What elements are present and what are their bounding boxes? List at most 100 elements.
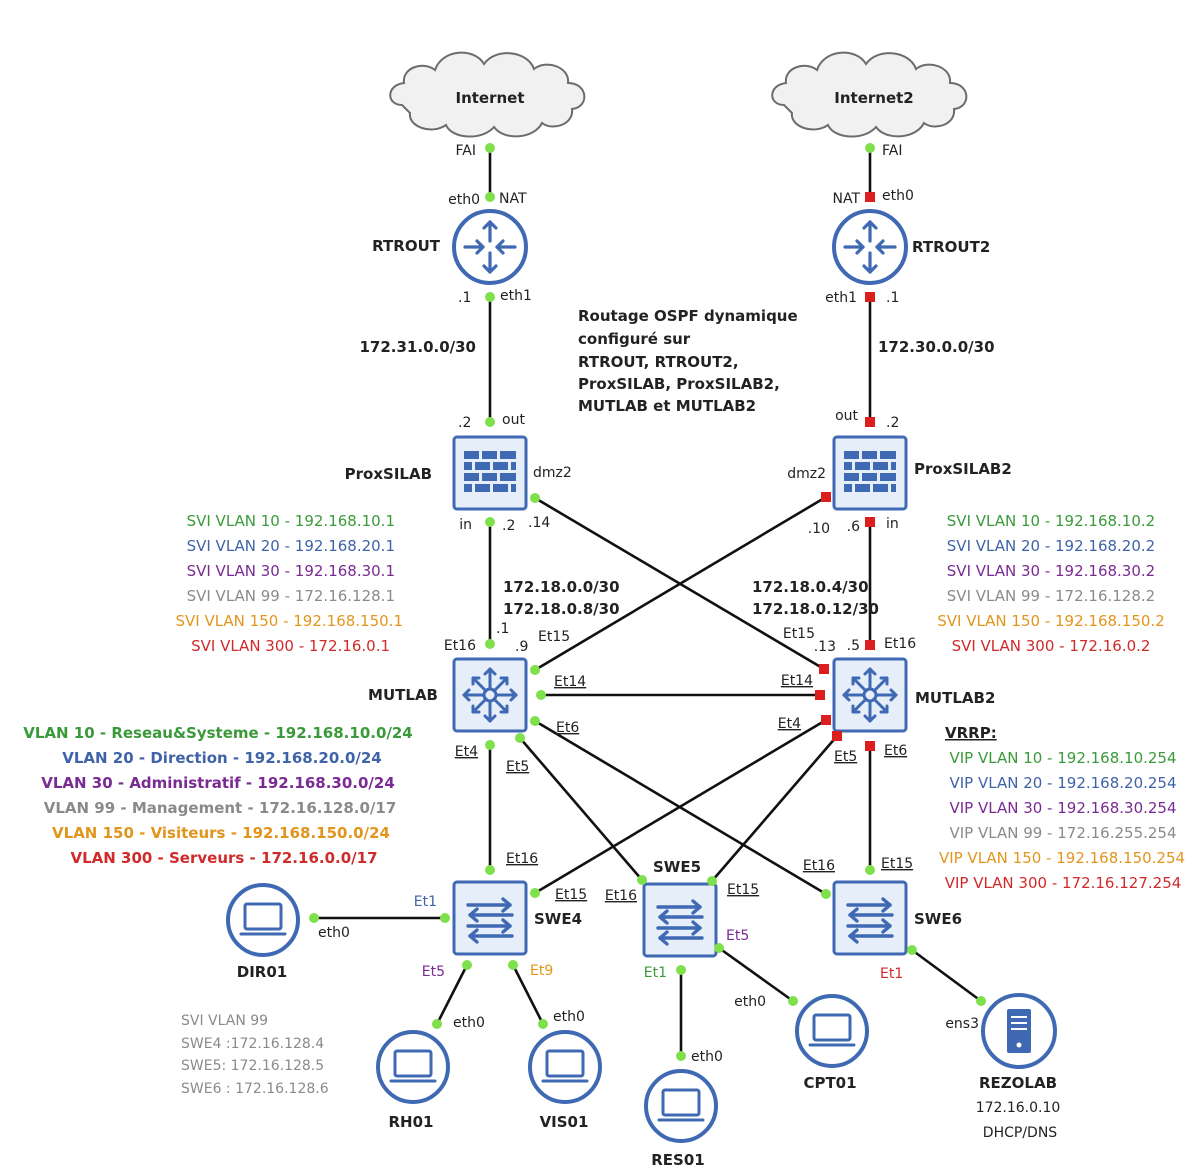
port-label sub: Et5 (834, 749, 857, 765)
port-up (676, 965, 686, 975)
port-label: .2 (458, 415, 471, 431)
mutlab-l3-switch[interactable]: MUTLAB (368, 657, 528, 733)
port-label sub: Et6 (556, 720, 579, 736)
rh01-label: RH01 (389, 1113, 434, 1131)
pc-icon (376, 1030, 450, 1104)
vlan-item: VLAN 10 - Reseau&Systeme - 192.168.10.0/… (23, 724, 413, 742)
svi-item: SVI VLAN 300 - 172.16.0.1 (191, 637, 390, 655)
port-labels: FAI FAI eth0 NAT NAT eth0 .1 eth1 eth1 .… (318, 143, 979, 1065)
switch-icon (452, 880, 528, 956)
svi-item: SVI VLAN 10 - 192.168.10.2 (947, 512, 1155, 530)
port-up (821, 889, 831, 899)
port-up (485, 865, 495, 875)
svi-item: SVI VLAN 30 - 192.168.30.2 (947, 562, 1155, 580)
subnet-label: 172.18.0.8/30 (503, 600, 620, 618)
ospf-line: configuré sur (578, 330, 691, 348)
internet-cloud[interactable]: Internet (389, 51, 586, 138)
port-label: .14 (528, 515, 550, 531)
port-down (832, 731, 842, 741)
port-down (821, 492, 831, 502)
dir01-pc[interactable]: DIR01 (226, 883, 300, 981)
mutlab2-l3-switch[interactable]: MUTLAB2 (832, 657, 995, 733)
ospf-line: ProxSILAB, ProxSILAB2, (578, 375, 780, 393)
ospf-line: MUTLAB et MUTLAB2 (578, 397, 756, 415)
link-swe4-rh01 (435, 964, 469, 1025)
link-mutlab-swe5 (519, 737, 643, 881)
svi-item: SVI VLAN 99 - 172.16.128.2 (947, 587, 1155, 605)
rtrout-router[interactable]: RTROUT (372, 209, 528, 285)
link-mutlab2-swe4 (534, 718, 827, 895)
vis01-label: VIS01 (540, 1113, 589, 1131)
port-markers (309, 143, 986, 1061)
res01-pc[interactable]: RES01 (644, 1069, 718, 1168)
port-up (508, 960, 518, 970)
internet-label: Internet (455, 89, 524, 107)
port-label: eth0 (448, 192, 480, 208)
port-label: eth1 (500, 288, 532, 304)
port-label: NAT (499, 191, 527, 207)
svi-item: SVI VLAN 150 - 192.168.150.1 (175, 612, 403, 630)
port-label: .1 (886, 290, 899, 306)
port-label: .9 (515, 639, 528, 655)
vrrp-item: VIP VLAN 99 - 172.16.255.254 (949, 824, 1176, 842)
svi99-line: SWE4 :172.16.128.4 (181, 1036, 324, 1052)
port-up (309, 913, 319, 923)
vlan-item: VLAN 300 - Serveurs - 172.16.0.0/17 (70, 849, 377, 867)
pc-icon (795, 994, 869, 1068)
vrrp-list: VRRP: VIP VLAN 10 - 192.168.10.254 VIP V… (939, 724, 1185, 892)
l3-switch-icon (452, 657, 528, 733)
vrrp-item: VIP VLAN 300 - 172.16.127.254 (945, 874, 1182, 892)
port-label: Et15 (783, 626, 815, 642)
vrrp-item: VIP VLAN 10 - 192.168.10.254 (949, 749, 1176, 767)
port-label: .2 (502, 518, 515, 534)
port-up (485, 740, 495, 750)
proxsilab-firewall[interactable]: ProxSILAB (345, 435, 528, 511)
internet2-cloud[interactable]: Internet2 (771, 51, 968, 138)
port-label: Et1 (644, 965, 667, 981)
port-down (821, 715, 831, 725)
svi-item: SVI VLAN 30 - 192.168.30.1 (187, 562, 395, 580)
port-down (815, 690, 825, 700)
svi-item: SVI VLAN 20 - 192.168.20.1 (187, 537, 395, 555)
res01-label: RES01 (651, 1151, 704, 1168)
swe4-switch[interactable]: SWE4 (452, 880, 582, 956)
proxsilab2-firewall[interactable]: ProxSILAB2 (832, 435, 1012, 511)
port-up (485, 417, 495, 427)
rezolab-server[interactable]: REZOLAB 172.16.0.10 DHCP/DNS (976, 993, 1061, 1141)
port-up (530, 716, 540, 726)
cpt01-label: CPT01 (803, 1074, 856, 1092)
ospf-line: Routage OSPF dynamique (578, 307, 798, 325)
port-up (485, 292, 495, 302)
port-up (530, 493, 540, 503)
port-up (865, 143, 875, 153)
rtrout2-router[interactable]: RTROUT2 (832, 209, 990, 285)
port-label sub: Et6 (884, 743, 907, 759)
port-label: NAT (832, 191, 860, 207)
port-label: dmz2 (533, 465, 572, 481)
cpt01-pc[interactable]: CPT01 (795, 994, 869, 1092)
port-label: .2 (886, 415, 899, 431)
rtrout-label: RTROUT (372, 237, 441, 255)
port-label: eth0 (882, 188, 914, 204)
port-up (485, 517, 495, 527)
svi-item: SVI VLAN 20 - 192.168.20.2 (947, 537, 1155, 555)
vrrp-item: VIP VLAN 150 - 192.168.150.254 (939, 849, 1185, 867)
mutlab-label: MUTLAB (368, 686, 438, 704)
port-down (819, 664, 829, 674)
ospf-note: Routage OSPF dynamique configuré sur RTR… (578, 307, 798, 415)
port-up (907, 945, 917, 955)
port-label sub: Et14 (554, 674, 586, 690)
swe5-switch[interactable]: SWE5 (642, 858, 718, 958)
proxsilab-label: ProxSILAB (345, 465, 432, 483)
l3-switch-icon (832, 657, 908, 733)
port-label sub: Et15 (555, 887, 587, 903)
port-label: dmz2 (787, 466, 826, 482)
swe4-label: SWE4 (534, 910, 582, 928)
vis01-pc[interactable]: VIS01 (528, 1030, 602, 1131)
swe6-switch[interactable]: SWE6 (832, 880, 962, 956)
port-label: Et15 (538, 629, 570, 645)
rh01-pc[interactable]: RH01 (376, 1030, 450, 1131)
subnet-label: 172.18.0.0/30 (503, 578, 620, 596)
router-icon (452, 209, 528, 285)
port-label sub: Et4 (455, 744, 478, 760)
